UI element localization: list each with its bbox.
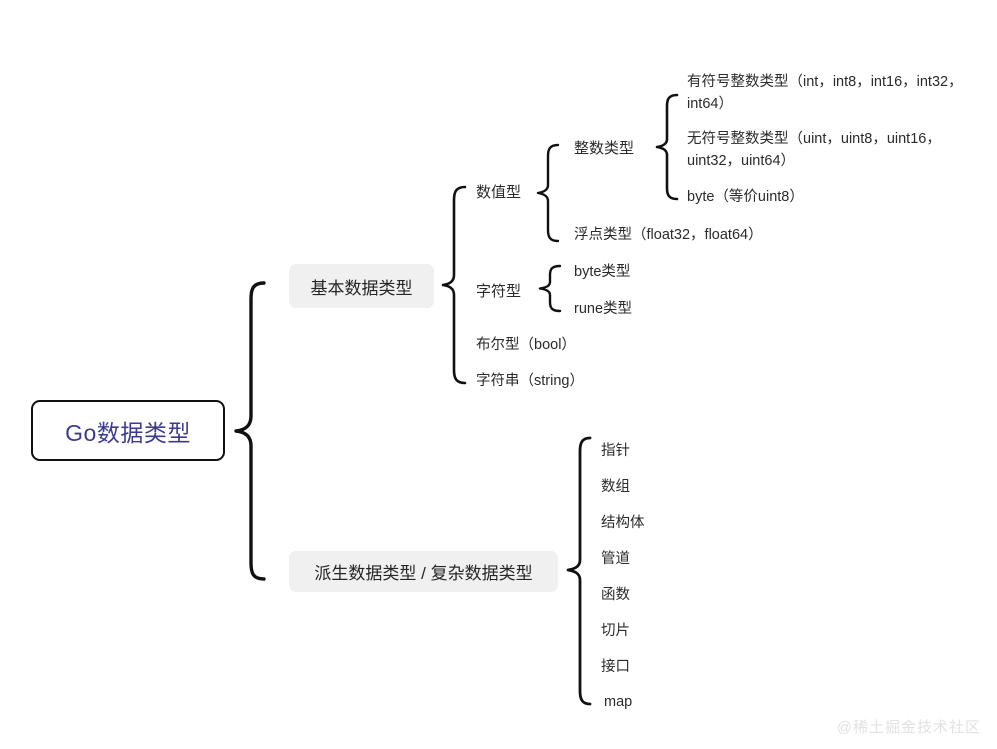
root-node-label: Go数据类型 xyxy=(65,419,191,446)
label-rune-type: rune类型 xyxy=(574,301,633,317)
label-unsigned-integer-types: 无符号整数类型（uint，uint8，uint16，uint32，uint64） xyxy=(687,131,941,170)
brace-integer-to-children xyxy=(655,93,681,201)
label-boolean-type: 布尔型（bool） xyxy=(476,337,576,353)
label-byte-alias: byte（等价uint8） xyxy=(687,189,804,205)
brace-character-to-children xyxy=(538,264,564,314)
label-derived-pointer: 指针 xyxy=(601,443,630,459)
label-derived-function: 函数 xyxy=(601,587,630,603)
brace-numeric-to-children xyxy=(536,143,562,243)
label-numeric-type: 数值型 xyxy=(476,184,522,201)
label-derived-slice: 切片 xyxy=(601,623,630,639)
label-derived-channel: 管道 xyxy=(601,551,630,567)
root-node-go-data-types[interactable]: Go数据类型 xyxy=(31,400,225,461)
node-derived-data-types-label: 派生数据类型 / 复杂数据类型 xyxy=(314,564,533,583)
label-byte-type: byte类型 xyxy=(574,264,631,280)
label-derived-struct: 结构体 xyxy=(601,515,645,531)
brace-root-to-level1 xyxy=(233,281,267,581)
label-character-type: 字符型 xyxy=(476,283,522,300)
watermark: @稀土掘金技术社区 xyxy=(836,719,981,736)
node-derived-data-types[interactable]: 派生数据类型 / 复杂数据类型 xyxy=(289,551,558,592)
label-float-types: 浮点类型（float32，float64） xyxy=(574,227,763,243)
label-string-type: 字符串（string） xyxy=(476,373,584,389)
label-signed-integer-types: 有符号整数类型（int，int8，int16，int32，int64） xyxy=(687,74,963,113)
label-integer-type: 整数类型 xyxy=(574,140,635,157)
brace-basic-to-children xyxy=(441,185,469,385)
label-derived-interface: 接口 xyxy=(601,659,630,675)
node-basic-data-types-label: 基本数据类型 xyxy=(310,278,413,298)
label-derived-array: 数组 xyxy=(601,479,630,495)
brace-derived-to-children xyxy=(566,436,594,708)
label-derived-map: map xyxy=(604,694,633,710)
node-basic-data-types[interactable]: 基本数据类型 xyxy=(289,264,434,308)
